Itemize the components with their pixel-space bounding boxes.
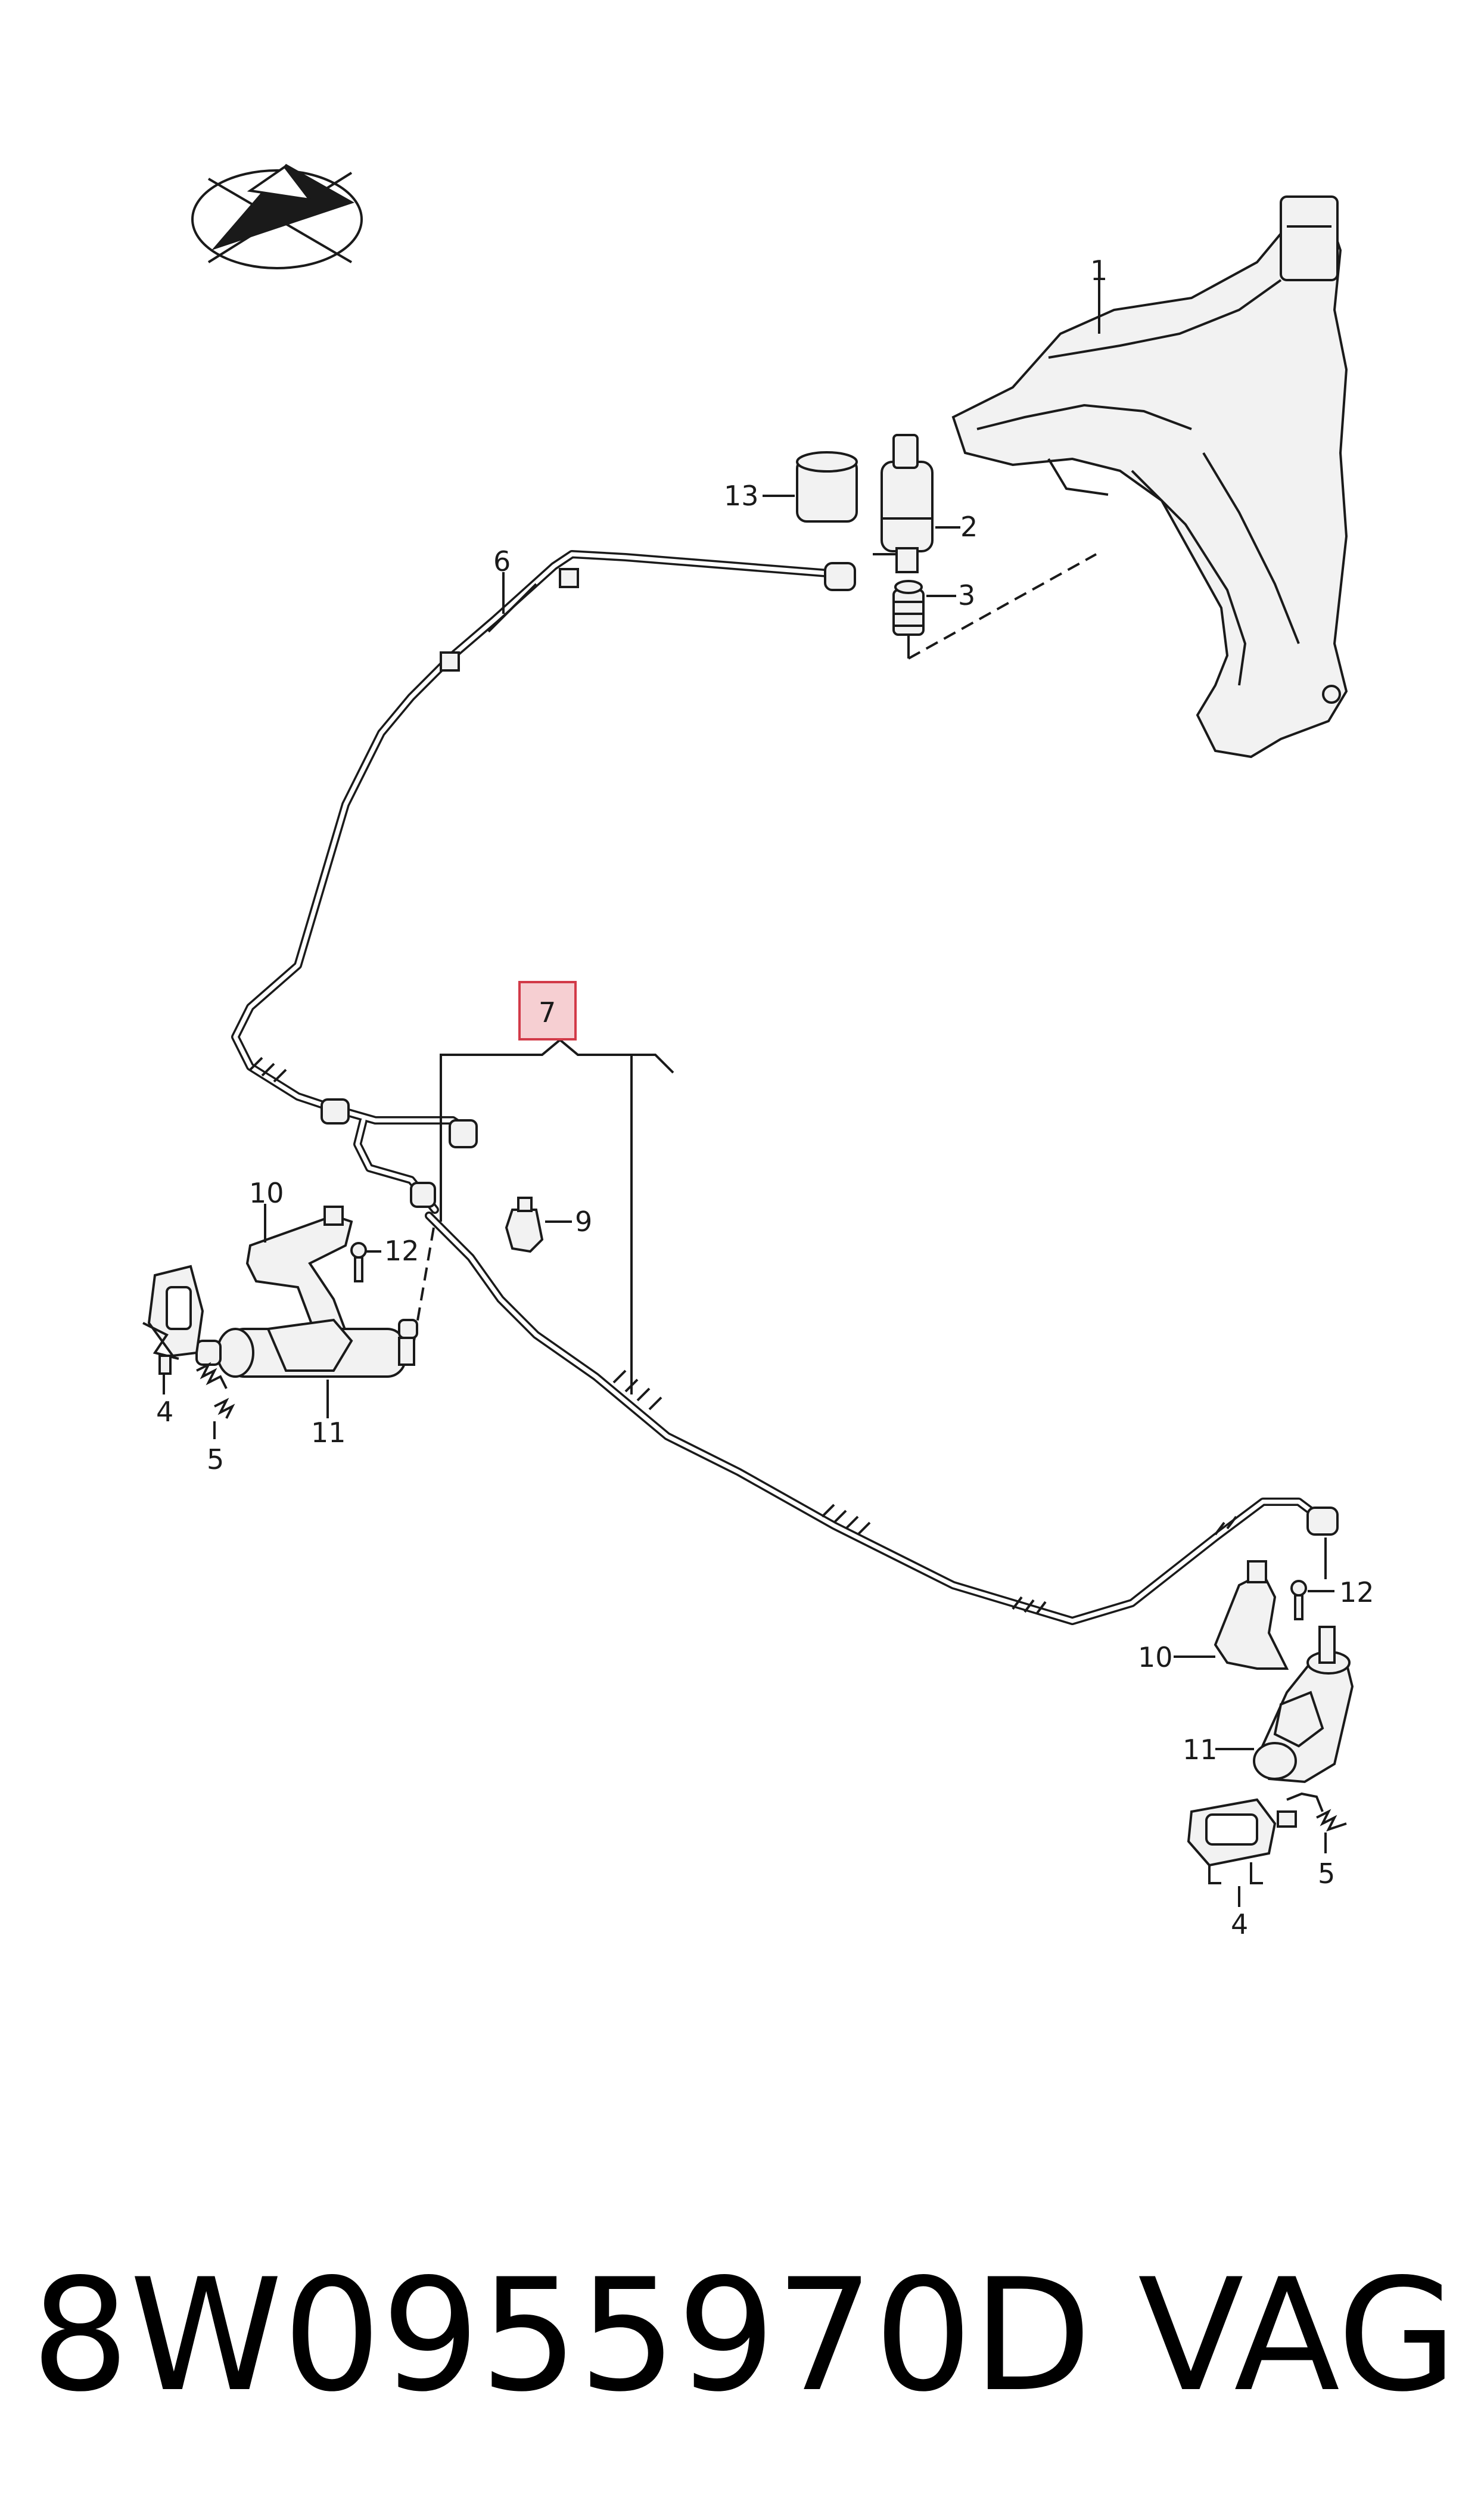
washer-nozzle-cylinder-left bbox=[195, 1318, 418, 1378]
callout-10-left: 10 bbox=[249, 1177, 284, 1209]
callout-3: 3 bbox=[958, 579, 975, 611]
orientation-arrow-icon bbox=[191, 164, 363, 269]
pump-filter bbox=[892, 580, 925, 636]
brand-name: VAG bbox=[1138, 2246, 1457, 2426]
callout-1: 1 bbox=[1090, 254, 1107, 287]
callout-9: 9 bbox=[575, 1206, 592, 1238]
screw-left bbox=[350, 1242, 367, 1282]
callout-4-left: 4 bbox=[156, 1396, 173, 1428]
callout-12-right: 12 bbox=[1339, 1576, 1374, 1608]
callout-7: 7 bbox=[539, 996, 556, 1029]
callout-5-left: 5 bbox=[207, 1443, 224, 1476]
callout-7-highlight bbox=[518, 981, 577, 1040]
washer-fluid-reservoir bbox=[951, 195, 1348, 759]
callout-12-left: 12 bbox=[384, 1235, 419, 1267]
hose-clip bbox=[505, 1197, 544, 1253]
callout-10-right: 10 bbox=[1138, 1641, 1173, 1673]
callout-4-right: 4 bbox=[1231, 1908, 1248, 1940]
nozzle-cap-left bbox=[142, 1265, 204, 1375]
washer-pump bbox=[873, 434, 934, 573]
callout-11-right: 11 bbox=[1183, 1734, 1218, 1766]
washer-nozzle-cylinder-right bbox=[1253, 1626, 1354, 1784]
screw-right bbox=[1290, 1580, 1307, 1620]
headlight-washer-hose-assembly bbox=[321, 1098, 1339, 1625]
main-washer-hose bbox=[231, 550, 856, 1113]
grommet bbox=[796, 451, 858, 523]
bracket-right bbox=[1214, 1560, 1289, 1670]
callout-5-right: 5 bbox=[1318, 1858, 1335, 1890]
spring-right bbox=[1286, 1792, 1347, 1832]
callout-labels: 1 13 2 6 3 7 10 9 12 4 11 5 12 10 11 5 4 bbox=[156, 254, 1374, 1940]
callout-2: 2 bbox=[960, 511, 978, 543]
callout-11-left: 11 bbox=[311, 1417, 346, 1449]
spring-left bbox=[196, 1362, 235, 1419]
callout-6: 6 bbox=[493, 545, 511, 577]
part-number: 8W0955970D bbox=[31, 2246, 1092, 2426]
callout-13: 13 bbox=[724, 480, 759, 512]
nozzle-cap-right bbox=[1187, 1798, 1297, 1884]
